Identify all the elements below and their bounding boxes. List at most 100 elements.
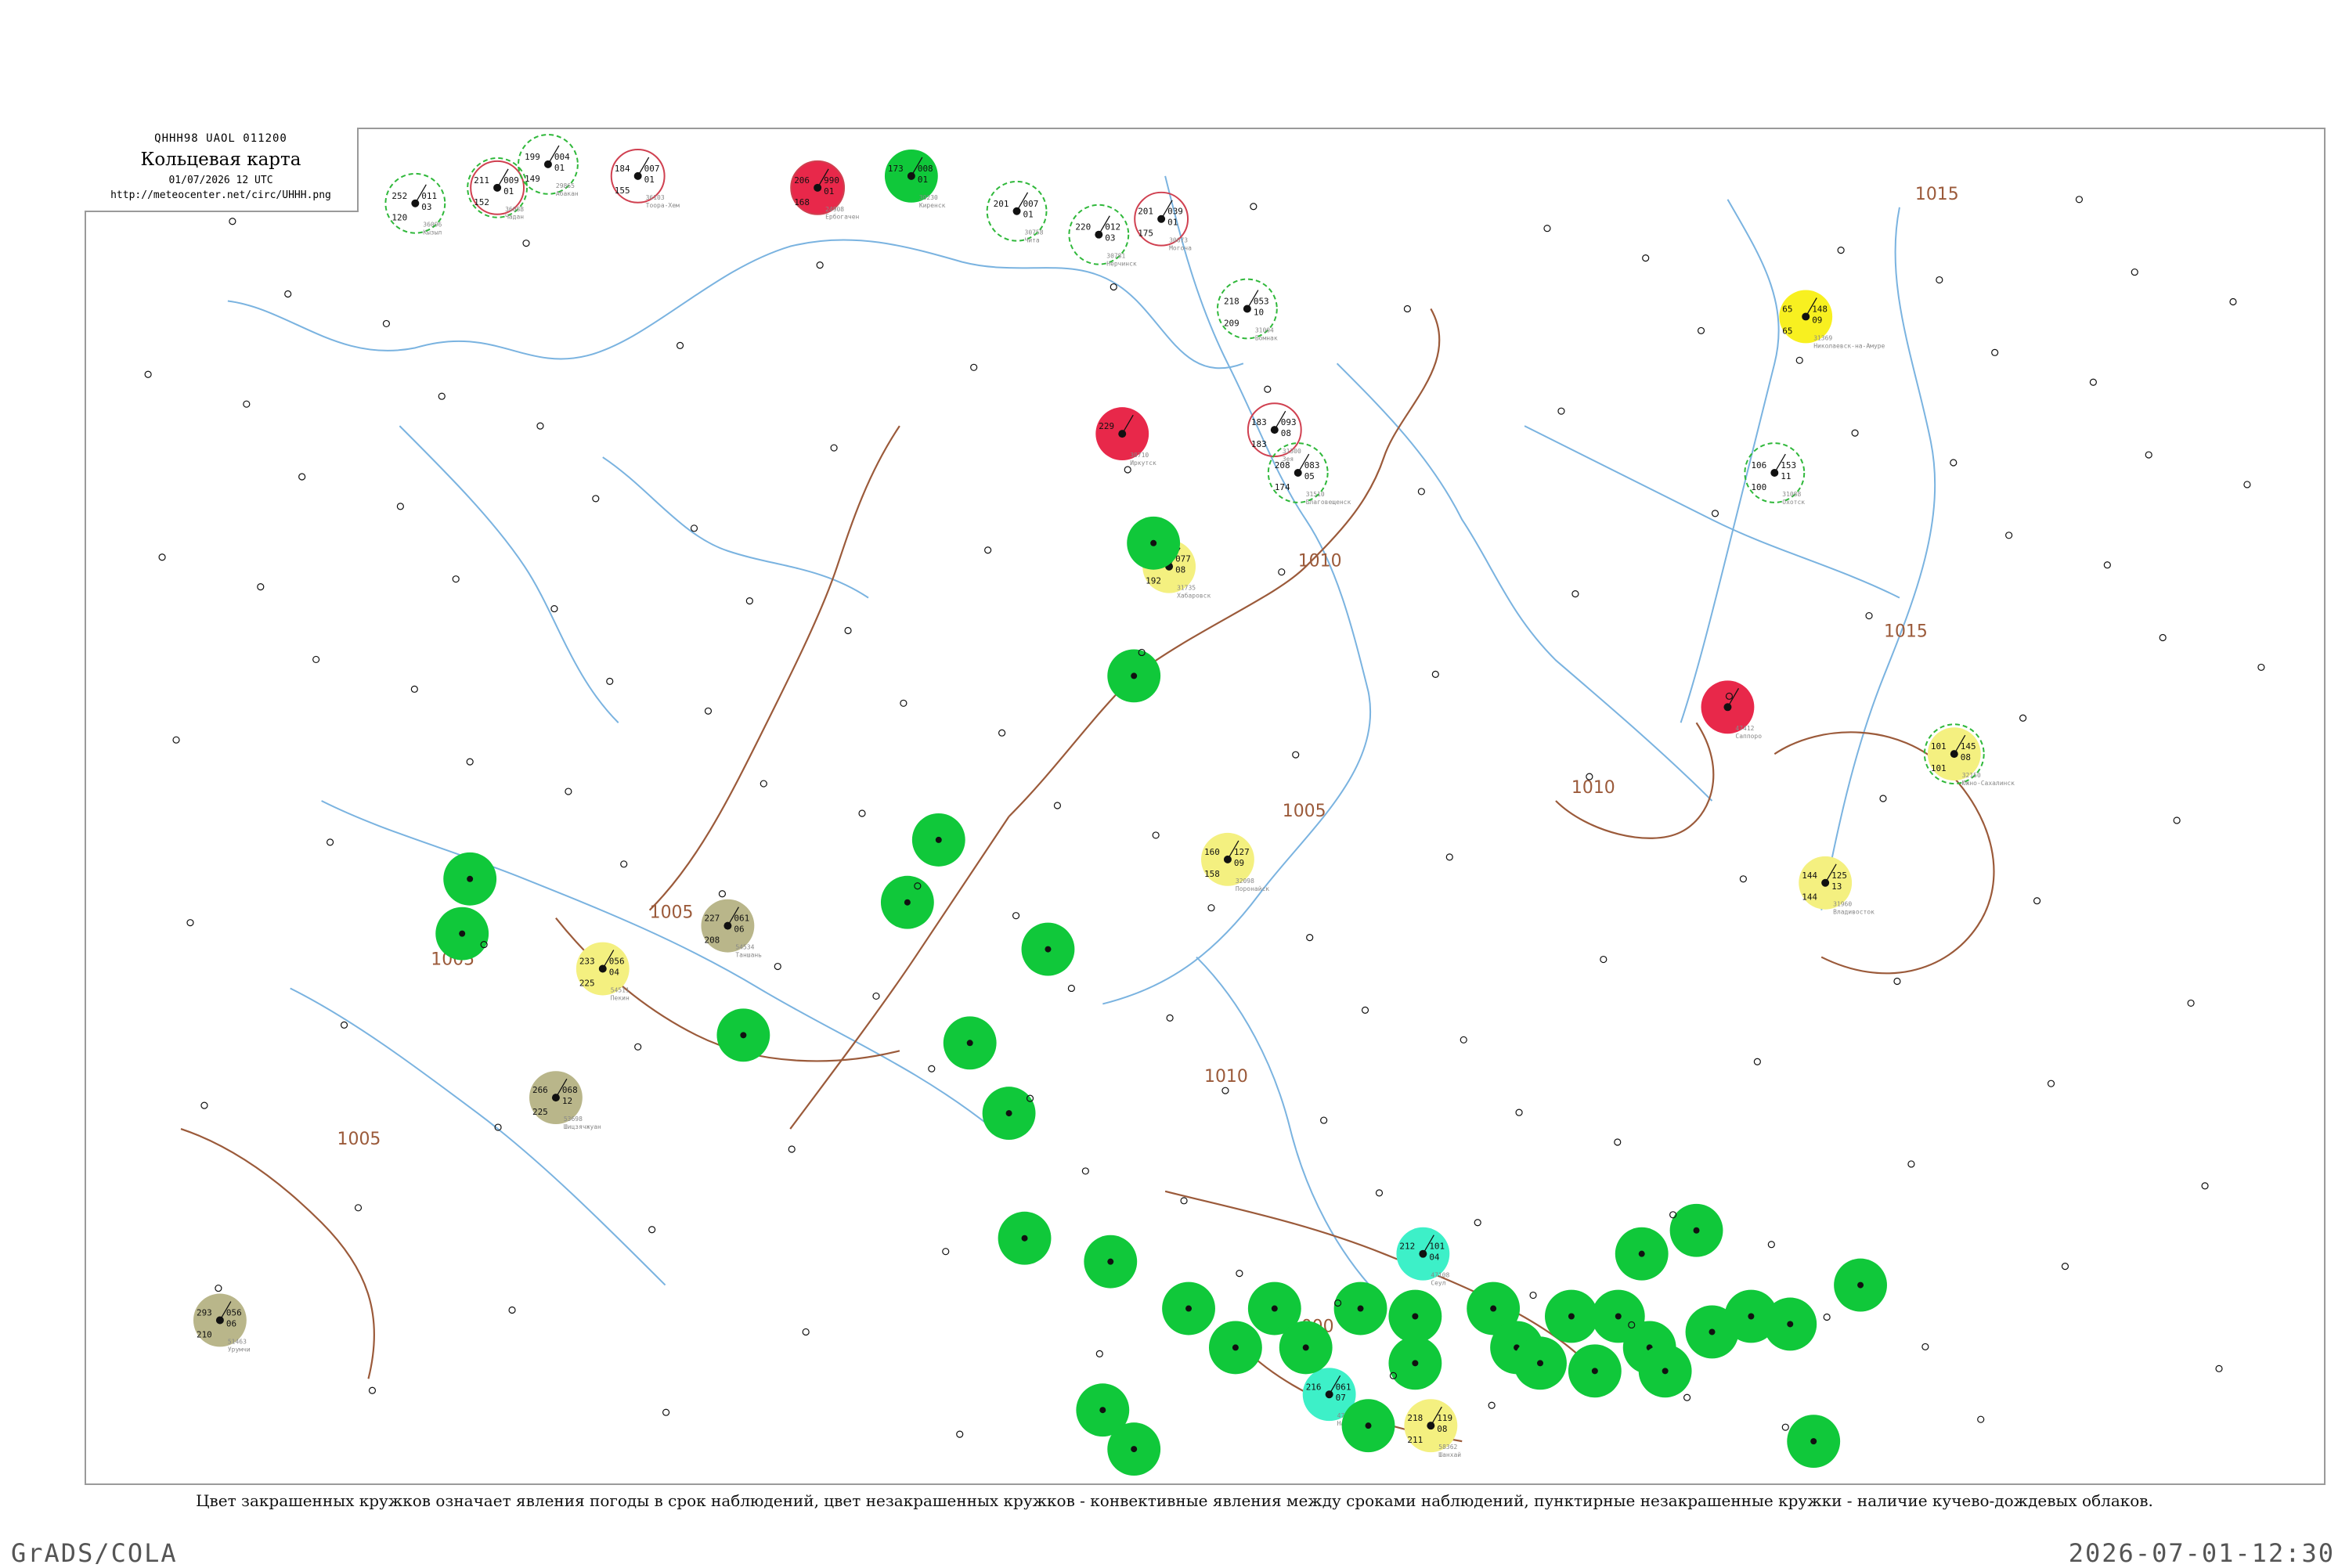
station-pressure: 007 — [644, 164, 660, 174]
station-dewpoint: 144 — [1802, 892, 1817, 903]
station-name: Шанхай — [1438, 1451, 1461, 1458]
station-name: Киренск — [919, 202, 946, 209]
station-pressure: 990 — [824, 175, 839, 186]
station-pressure: 053 — [1254, 296, 1269, 306]
station-id: 31369 — [1813, 334, 1832, 341]
station-dot — [907, 171, 915, 180]
station-dot — [633, 171, 642, 180]
station-dot — [536, 422, 544, 430]
station-pressure: 056 — [226, 1307, 242, 1317]
station-dot — [1302, 1344, 1309, 1351]
isobar-label: 1005 — [337, 1130, 381, 1149]
station-dot — [1823, 1313, 1831, 1321]
station-dot — [1403, 305, 1411, 313]
station-pressure: 127 — [1234, 847, 1250, 857]
station-dot — [690, 524, 698, 532]
station-temp: 101 — [1931, 741, 1947, 752]
station-id: 29865 — [556, 182, 575, 189]
station-dewpoint: 225 — [532, 1107, 548, 1117]
station-tendency: 12 — [562, 1096, 572, 1106]
station-dot — [1095, 1350, 1103, 1357]
station-temp: 199 — [525, 152, 540, 162]
station-tendency: 01 — [1167, 218, 1178, 228]
station-name: Южно-Сахалинск — [1962, 780, 2015, 787]
cb-ring — [467, 157, 528, 218]
station-dot — [606, 677, 614, 685]
station-dot — [1365, 1422, 1372, 1429]
station-dot — [1753, 1058, 1761, 1065]
station-dewpoint: 225 — [579, 978, 595, 988]
station-dot — [844, 626, 852, 635]
wind-barb — [1247, 290, 1259, 309]
station-dot — [760, 780, 767, 788]
station-dot — [284, 290, 292, 298]
station-dot — [459, 930, 466, 937]
station-id: 30758 — [1025, 229, 1044, 236]
station-dot — [900, 699, 907, 707]
station-dot — [1642, 254, 1650, 262]
station-dot — [740, 1032, 747, 1039]
station-name: Чита — [1025, 237, 1040, 244]
station-dot — [998, 729, 1006, 737]
station-dot — [1950, 459, 1958, 467]
map-url[interactable]: http://meteocenter.net/circ/UHHH.png — [110, 189, 331, 201]
station-dot — [774, 962, 781, 971]
isobar-label: 1015 — [1884, 622, 1928, 642]
station-dewpoint: 192 — [1146, 576, 1161, 586]
station-id: 47108 — [1431, 1272, 1449, 1279]
station-dot — [966, 1040, 973, 1047]
isobar-label: 1005 — [1283, 802, 1326, 821]
station-dot — [1991, 348, 1999, 356]
station-temp: 106 — [1751, 460, 1766, 470]
cb-ring — [384, 172, 446, 234]
station-dot — [1490, 1305, 1497, 1312]
cb-ring — [518, 133, 579, 195]
station-dot — [620, 860, 628, 868]
station-tendency: 08 — [1281, 428, 1291, 438]
station-dot — [1921, 1343, 1929, 1350]
station-dot — [935, 836, 942, 843]
station-dot — [1515, 1108, 1523, 1116]
station-dot — [1110, 283, 1117, 291]
station-dot — [1045, 946, 1052, 953]
station-dot — [158, 553, 166, 561]
station-dot — [2215, 1364, 2223, 1372]
station-temp: 183 — [1251, 417, 1267, 427]
station-temp: 218 — [1224, 296, 1239, 306]
station-dot — [1180, 1197, 1188, 1205]
station-temp: 65 — [1782, 304, 1792, 314]
station-dot — [200, 1101, 208, 1109]
station-dot — [745, 597, 753, 605]
station-dewpoint: 152 — [474, 197, 489, 207]
station-pressure: 009 — [503, 175, 519, 186]
station-id: 51463 — [228, 1338, 247, 1345]
station-temp: 252 — [392, 191, 407, 201]
wind-barb — [496, 168, 509, 189]
title-box: QHHH98 UAOL 011200 Кольцевая карта 01/07… — [85, 128, 359, 212]
